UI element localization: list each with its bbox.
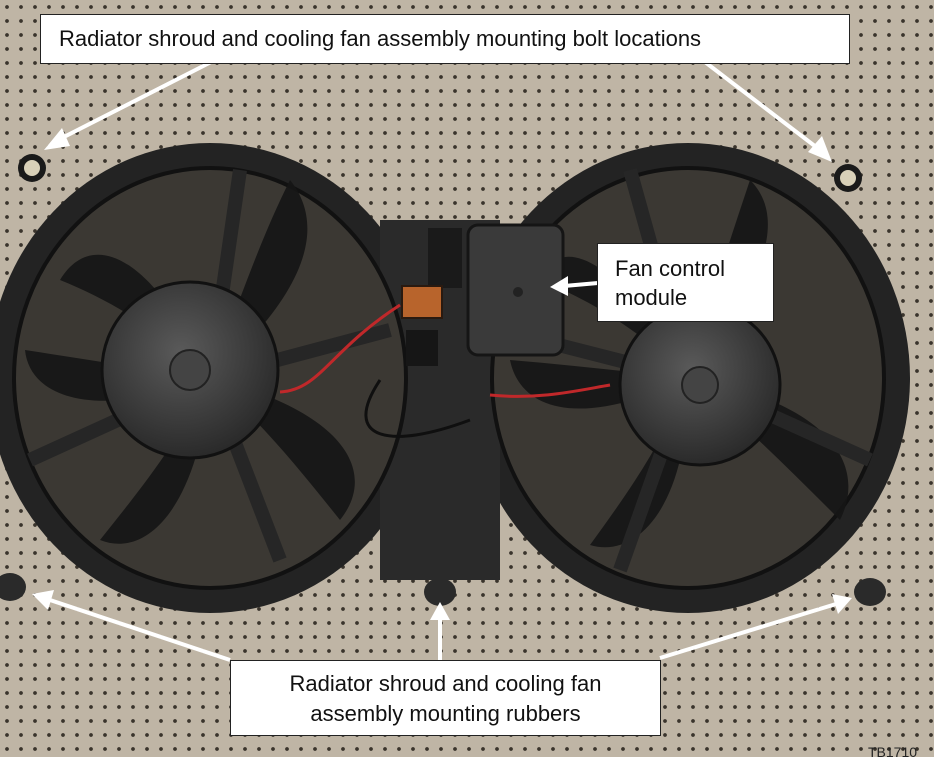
callout-module-line2: module: [615, 285, 688, 310]
mounting-rubber-center: [424, 578, 456, 606]
fan-control-module-body: [466, 223, 565, 357]
callout-fan-control-module: Fan control module: [597, 243, 774, 322]
mounting-rubber-right: [854, 578, 886, 606]
callout-mounting-rubbers: Radiator shroud and cooling fan assembly…: [230, 660, 661, 736]
mounting-rubber-left: [0, 573, 26, 601]
callout-bolts-text: Radiator shroud and cooling fan assembly…: [59, 26, 702, 51]
mounting-bolt-left: [18, 154, 46, 182]
right-fan-motor: [618, 303, 782, 467]
callout-mounting-bolt-locations: Radiator shroud and cooling fan assembly…: [40, 14, 850, 64]
callout-rubbers-line2: assembly mounting rubbers: [310, 701, 581, 726]
wiring-connectors: [279, 228, 611, 438]
pointer-arrows: [32, 58, 852, 662]
callout-module-line1: Fan control: [615, 256, 726, 281]
figure-code: TB1710: [868, 744, 918, 757]
mounting-bolt-right: [834, 164, 862, 192]
left-fan-motor: [100, 280, 280, 460]
callout-rubbers-line1: Radiator shroud and cooling fan: [289, 671, 602, 696]
